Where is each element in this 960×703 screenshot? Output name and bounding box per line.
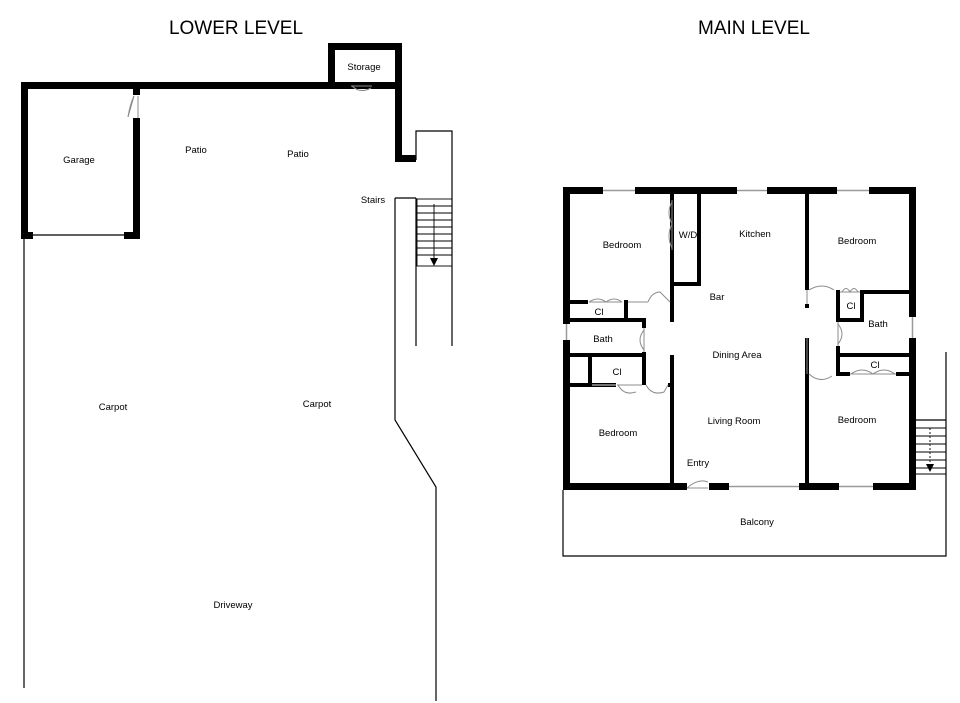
- patio-label-2: Patio: [287, 149, 309, 160]
- bedroom-se-label: Bedroom: [838, 415, 877, 426]
- driveway-label: Driveway: [213, 600, 252, 611]
- closet-e-label: Cl: [847, 301, 856, 312]
- living-room-label: Living Room: [708, 416, 761, 427]
- closet-se-label: Cl: [871, 360, 880, 371]
- patio-label-1: Patio: [185, 145, 207, 156]
- bedroom-ne-label: Bedroom: [838, 236, 877, 247]
- wd-label: W/D: [679, 230, 698, 241]
- bath-e-label: Bath: [868, 319, 888, 330]
- main-level-title: MAIN LEVEL: [698, 18, 810, 39]
- lower-level-plan: Storage Garage Patio Patio Stairs Carpot…: [21, 43, 453, 701]
- stairs-label: Stairs: [361, 195, 386, 206]
- closet-w-label: Cl: [595, 307, 604, 318]
- carpot-label-2: Carpot: [303, 399, 332, 410]
- kitchen-label: Kitchen: [739, 229, 771, 240]
- bedroom-nw-label: Bedroom: [603, 240, 642, 251]
- balcony-label: Balcony: [740, 517, 774, 528]
- garage-label: Garage: [63, 155, 95, 166]
- entry-label: Entry: [687, 458, 709, 469]
- bar-label: Bar: [710, 292, 725, 303]
- main-stairs-icon: [916, 419, 946, 475]
- bedroom-sw-label: Bedroom: [599, 428, 638, 439]
- lower-level-title: LOWER LEVEL: [169, 18, 303, 39]
- bath-w-label: Bath: [593, 334, 613, 345]
- storage-label: Storage: [347, 62, 380, 73]
- closet-sw-label: Cl: [613, 367, 622, 378]
- main-level-plan: Bedroom W/D Kitchen Bedroom Bar Cl Cl Ba…: [562, 187, 947, 557]
- lower-stairs-icon: [416, 198, 453, 267]
- carpot-label-1: Carpot: [99, 402, 128, 413]
- dining-area-label: Dining Area: [712, 350, 762, 361]
